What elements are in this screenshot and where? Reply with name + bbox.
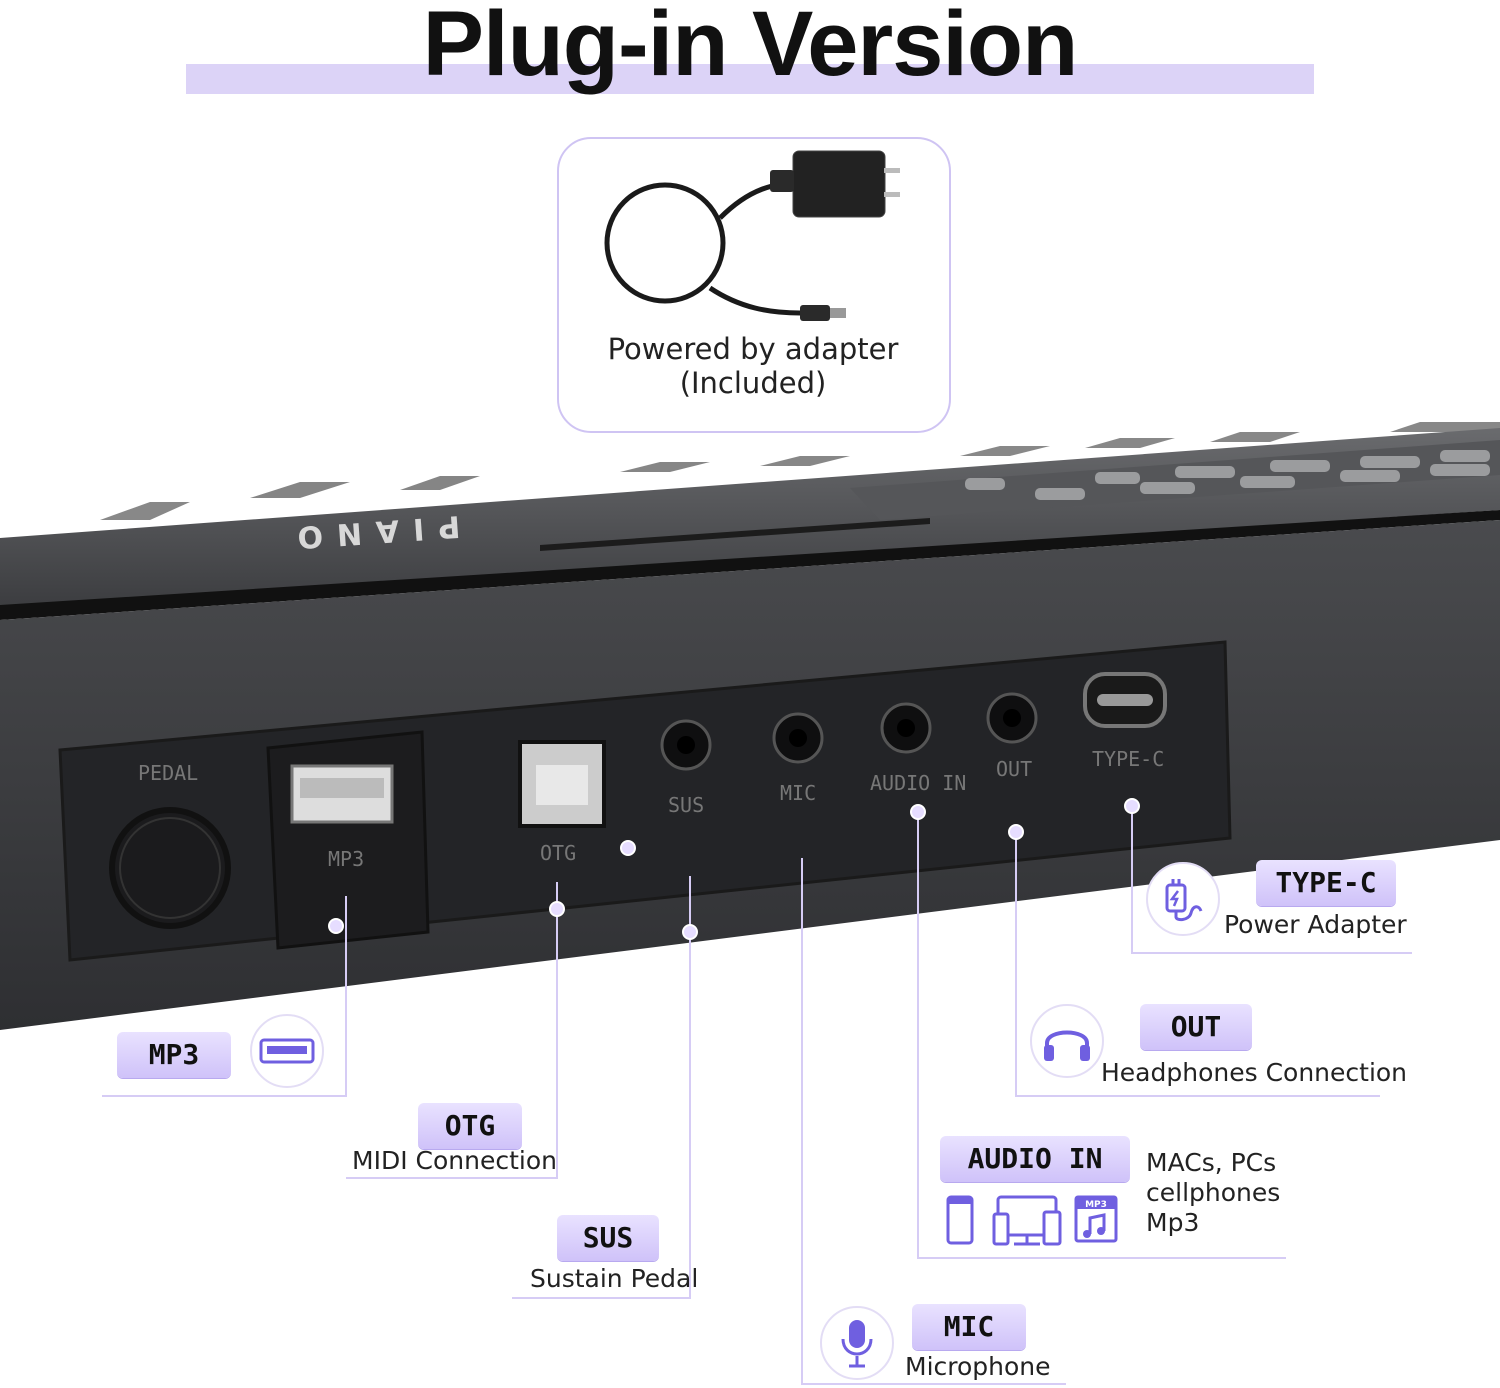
page-title: Plug-in Version (422, 0, 1079, 95)
audio-in-desc-line2: cellphones (1146, 1178, 1281, 1207)
panel-label-pedal: PEDAL (138, 761, 198, 785)
mic-description: Microphone (905, 1352, 1051, 1381)
type-c-badge: TYPE-C (1256, 860, 1396, 906)
type-c-icon-circle (1146, 862, 1220, 936)
headphones-icon (1044, 1030, 1090, 1061)
out-icon-circle (1030, 1004, 1104, 1078)
mic-badge: MIC (912, 1304, 1026, 1350)
mp3-file-tag: MP3 (1085, 1200, 1107, 1210)
otg-description: MIDI Connection (352, 1146, 557, 1175)
out-description: Headphones Connection (1101, 1058, 1408, 1087)
audio-in-desc-line1: MACs, PCs (1146, 1148, 1277, 1177)
usb-power-icon (1165, 879, 1203, 922)
panel-label-sus: SUS (668, 793, 704, 817)
type-c-description: Power Adapter (1224, 910, 1407, 939)
mp3-file-icon: MP3 (1074, 1195, 1118, 1243)
mp3-icon-circle (250, 1014, 324, 1088)
panel-label-mp3: MP3 (328, 847, 364, 871)
sus-badge: SUS (557, 1215, 659, 1261)
sus-description: Sustain Pedal (530, 1264, 699, 1293)
out-badge: OUT (1140, 1004, 1252, 1050)
mic-icon-circle (820, 1306, 894, 1380)
panel-label-type-c: TYPE-C (1092, 747, 1164, 771)
keyboard-rear-panel: PEDAL MP3 OTG SUS MIC AUDIO IN OUT TYPE-… (0, 422, 1500, 1030)
panel-label-audio-in: AUDIO IN (870, 771, 966, 795)
panel-label-out: OUT (996, 757, 1032, 781)
audio-in-device-icons: MP3 (946, 1195, 1118, 1246)
usb-port-icon (259, 1038, 315, 1064)
adapter-caption-line2: (Included) (679, 366, 827, 400)
mp3-badge: MP3 (117, 1032, 231, 1078)
microphone-icon (841, 1320, 873, 1368)
phone-icon (946, 1195, 974, 1245)
panel-label-mic: MIC (780, 781, 816, 805)
audio-in-desc-line3: Mp3 (1146, 1208, 1200, 1237)
title-underline-band (186, 64, 1314, 94)
power-adapter-image (604, 150, 900, 321)
audio-in-description: MACs, PCs cellphones Mp3 (1146, 1148, 1280, 1238)
computer-icon (992, 1195, 1062, 1246)
adapter-caption: Powered by adapter (Included) (557, 332, 949, 400)
otg-badge: OTG (418, 1103, 522, 1149)
audio-in-badge: AUDIO IN (940, 1136, 1130, 1182)
adapter-caption-line1: Powered by adapter (607, 332, 899, 366)
panel-label-otg: OTG (540, 841, 576, 865)
